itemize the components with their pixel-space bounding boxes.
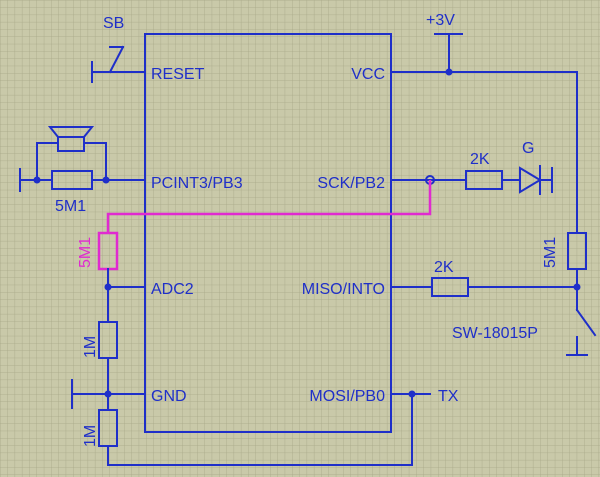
speaker-circuit: 5M1 xyxy=(19,126,146,215)
r-adc-low-label: 1M xyxy=(82,336,99,358)
pin-gnd-label: GND xyxy=(151,388,187,405)
pin-mosi-label: MOSI/PB0 xyxy=(309,388,385,405)
sck-line: 2K G xyxy=(390,140,553,195)
r-pink-label: 5M1 xyxy=(77,237,94,268)
switch-sw18015p: SW-18015P xyxy=(452,286,597,356)
ic-body xyxy=(144,33,392,433)
r-miso-label: 2K xyxy=(434,259,454,276)
tx-label: TX xyxy=(438,388,459,405)
reset-button-sb: SB xyxy=(91,15,146,83)
sb-label: SB xyxy=(103,15,124,32)
mosi-tx: TX xyxy=(390,388,459,405)
pin-reset-label: RESET xyxy=(151,66,205,83)
pin-vcc-label: VCC xyxy=(351,66,385,83)
vcc-supply-label: +3V xyxy=(426,12,455,29)
r-gnd-label: 1M xyxy=(82,425,99,447)
vcc-supply: +3V xyxy=(390,12,578,234)
pin-sck-label: SCK/PB2 xyxy=(317,175,385,192)
r-speaker-label: 5M1 xyxy=(55,198,86,215)
pin-adc2-label: ADC2 xyxy=(151,281,194,298)
miso-line: 2K xyxy=(390,259,581,297)
adc-divider: 1M 1M xyxy=(71,268,413,466)
r-led-label: 2K xyxy=(470,151,490,168)
switch-label: SW-18015P xyxy=(452,325,538,342)
pin-miso-label: MISO/INTO xyxy=(302,281,385,298)
led-label: G xyxy=(522,140,534,157)
pin-pcint3-label: PCINT3/PB3 xyxy=(151,175,243,192)
highlight-wire: 5M1 xyxy=(77,180,432,271)
r-vcc-label: 5M1 xyxy=(542,237,559,268)
